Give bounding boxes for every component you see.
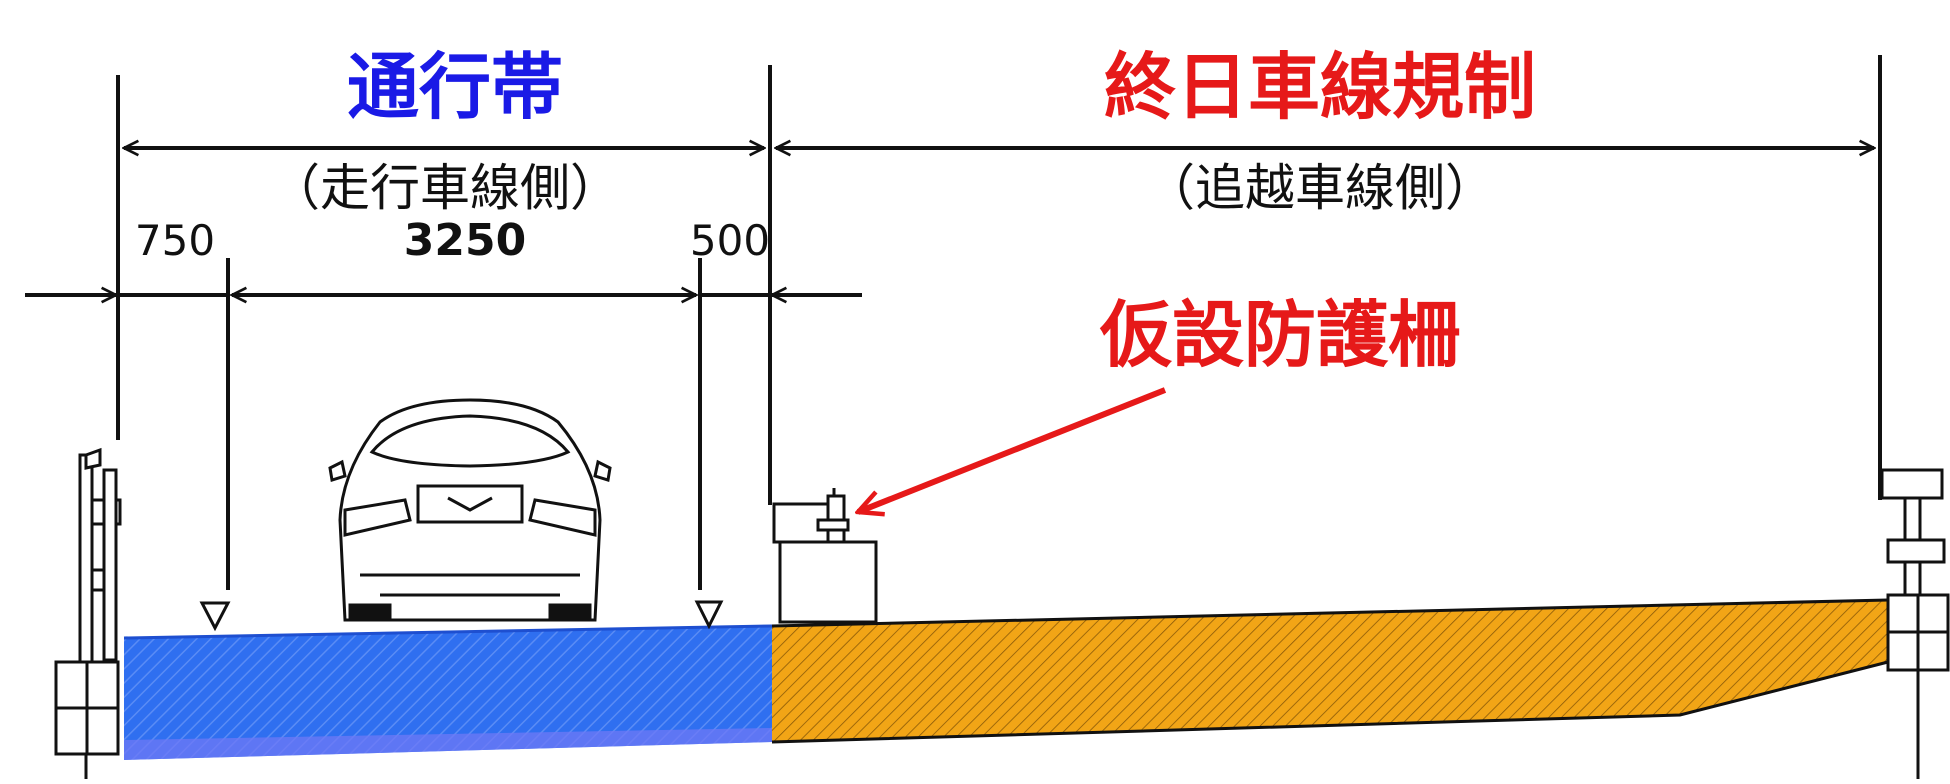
travel-band-sublabel: （走行車線側） bbox=[270, 159, 620, 217]
closed-lane-surface bbox=[771, 598, 1889, 628]
travel-band-label: 通行帯 bbox=[347, 45, 563, 129]
dim-lane-width-label: 3250 bbox=[404, 215, 526, 266]
dim-left-margin-label: 750 bbox=[135, 216, 215, 265]
closed-lane-deck bbox=[772, 600, 1888, 742]
closure-sublabel: （追越車線側） bbox=[1145, 159, 1495, 217]
closure-label: 終日車線規制 bbox=[1104, 45, 1536, 129]
travel-lane-underside bbox=[124, 728, 772, 760]
travel-lane-deck bbox=[124, 626, 772, 760]
left-railing bbox=[54, 447, 122, 779]
barrier-pointer-arrow bbox=[858, 387, 1167, 512]
travel-lane-surface bbox=[123, 624, 773, 640]
temporary-barrier bbox=[772, 488, 878, 624]
closed-lane-bottom bbox=[771, 660, 1889, 744]
right-railing bbox=[1880, 468, 1950, 779]
lane-marker-left bbox=[199, 601, 231, 632]
barrier-label: 仮設防護柵 bbox=[1099, 293, 1460, 377]
lane-marker-right bbox=[694, 600, 724, 630]
dim-right-margin-label: 500 bbox=[690, 216, 770, 265]
car-rear-view bbox=[328, 398, 612, 622]
